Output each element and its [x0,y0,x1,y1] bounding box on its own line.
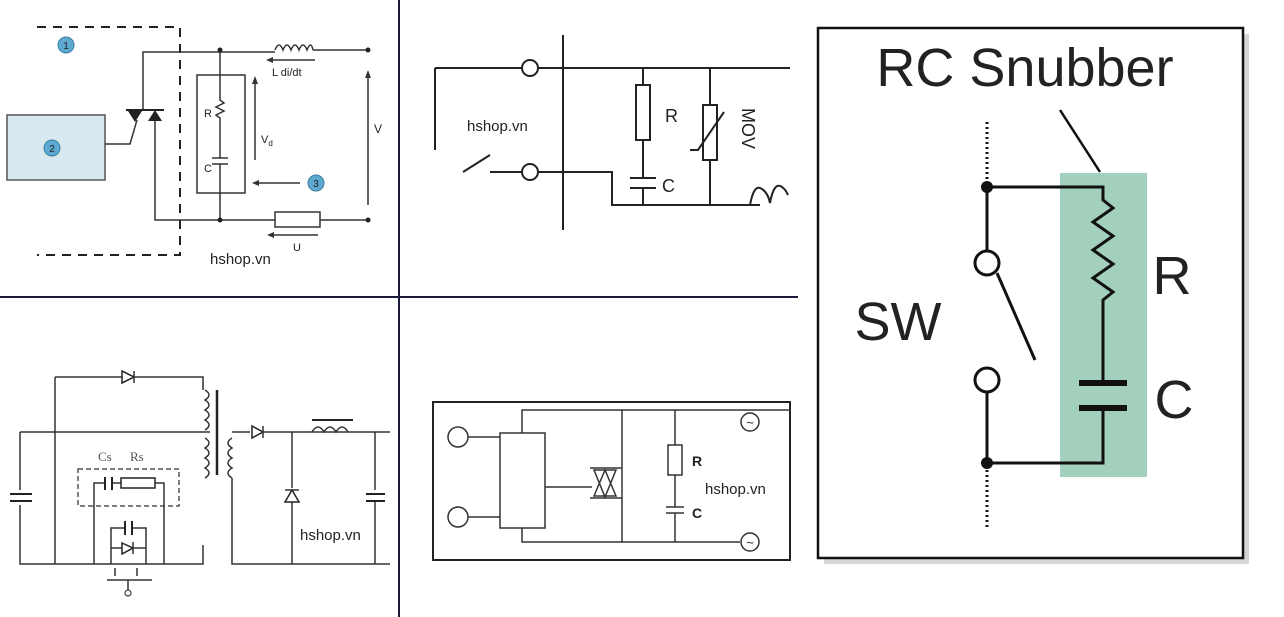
switch-contact [973,249,1001,277]
triac-snubber-diagram: 1 2 L di/dt R C Vd 3 U V hshop.vn [6,26,382,268]
triac-symbol [126,109,164,122]
flyback-snubber-diagram: Cs Rs hshop.vn [10,369,390,597]
capacitor-label: C [204,163,212,175]
inductor-label: L di/dt [272,67,302,79]
resistor-label: R [204,108,212,120]
watermark: hshop.vn [210,251,271,268]
marker-2 [43,139,61,157]
u-label: U [293,242,301,254]
ssr-box [432,401,791,561]
marker-3-label: 3 [313,179,319,190]
rc-snubber-diagram: RC Snubber SW R C [816,26,1249,564]
rc-snubber-title: RC Snubber [876,38,1173,98]
voltage-label: V [374,122,382,136]
capacitor-label: C [662,176,675,196]
relay-snubber-mov-diagram: R C MOV hshop.vn [434,35,790,230]
rc-box [196,74,246,194]
marker-1-label: 1 [63,41,69,52]
resistor-label: R [1153,246,1192,306]
capacitor-label: C [692,505,702,521]
dashed-boundary [37,26,181,256]
svg-text:~: ~ [746,415,754,430]
switch-label: SW [855,292,942,352]
rc-snubber-frame [816,26,1245,560]
capacitor-label: C [1155,370,1194,430]
marker-1 [57,36,75,54]
terminal [521,163,539,181]
watermark: hshop.vn [467,118,528,135]
opto-block [499,432,546,529]
resistor-label: R [692,453,702,469]
inductor-symbol [274,44,314,53]
ssr-snubber-diagram: ~ ~ R C hshop.vn [432,401,791,561]
switch-blade [995,272,1037,361]
snubber-box [77,468,180,507]
marker-2-label: 2 [49,144,55,155]
watermark: hshop.vn [705,481,766,498]
resistor-label: R [665,106,678,126]
load-resistor [274,211,321,228]
watermark: hshop.vn [300,527,361,544]
resistor-symbol [635,84,651,141]
marker-3 [307,174,325,192]
switch-contact [973,366,1001,394]
rs-label: Rs [130,449,144,464]
terminal [521,59,539,77]
vd-label: Vd [261,134,273,148]
cs-label: Cs [98,449,112,464]
svg-text:~: ~ [746,535,754,550]
mov-label: MOV [738,108,758,149]
